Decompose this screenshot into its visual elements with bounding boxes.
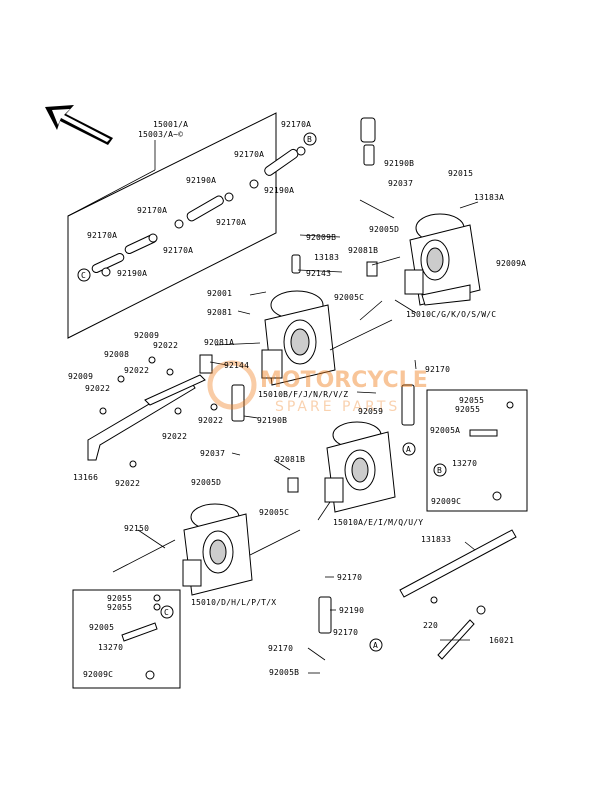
carburetor-lower-right bbox=[324, 421, 396, 513]
label-15010c: 15010C/G/K/O/S/W/C bbox=[406, 310, 496, 319]
callout-c-text: C bbox=[81, 271, 86, 280]
leader-lines bbox=[137, 199, 479, 674]
detail-box-c bbox=[72, 589, 181, 689]
label-92037-1: 92037 bbox=[388, 179, 413, 188]
watermark-line2: SPARE PARTS bbox=[275, 399, 400, 415]
label-15001: 15001/A bbox=[153, 120, 188, 129]
label-92055-3: 92055 bbox=[107, 594, 132, 603]
label-92081: 92081 bbox=[207, 308, 232, 317]
carburetor-upper-right bbox=[404, 213, 481, 306]
label-92190b-1: 92190B bbox=[384, 159, 414, 168]
label-13183: 13183 bbox=[314, 253, 339, 262]
label-15010b: 15010B/F/J/N/R/V/Z bbox=[258, 390, 348, 399]
label-92190a-1: 92190A bbox=[186, 176, 216, 185]
label-92055-1: 92055 bbox=[459, 396, 484, 405]
label-92170-4: 92170 bbox=[268, 644, 293, 653]
detail-box-b bbox=[426, 389, 528, 512]
callout-a-text: A bbox=[406, 445, 411, 454]
label-92190a-2: 92190A bbox=[264, 186, 294, 195]
label-15010a: 15010A/E/I/M/Q/U/Y bbox=[333, 518, 423, 527]
label-92150: 92150 bbox=[124, 524, 149, 533]
carburetor-lower-left bbox=[182, 503, 253, 596]
label-13270-2: 13270 bbox=[98, 643, 123, 652]
label-92001: 92001 bbox=[207, 289, 232, 298]
tube-kit-box bbox=[67, 112, 277, 339]
label-92170a-5: 92170A bbox=[87, 231, 117, 240]
label-13166: 13166 bbox=[73, 473, 98, 482]
callout-b-text-2: B bbox=[437, 466, 442, 475]
label-92005c-2: 92005C bbox=[259, 508, 289, 517]
label-92009b: 92009B bbox=[306, 233, 336, 242]
label-92081b: 92081B bbox=[348, 246, 378, 255]
part-labels: 15001/A 15003/A~© 92170A 92170A 92190A 9… bbox=[68, 120, 526, 679]
label-92009-1: 92009 bbox=[134, 331, 159, 340]
label-16021: 16021 bbox=[489, 636, 514, 645]
label-92022-6: 92022 bbox=[115, 479, 140, 488]
label-92081a: 92081A bbox=[204, 338, 234, 347]
label-92081b-2: 92081B bbox=[275, 455, 305, 464]
label-92009-2: 92009 bbox=[68, 372, 93, 381]
label-92170a-2: 92170A bbox=[234, 150, 264, 159]
label-15003: 15003/A~© bbox=[138, 130, 183, 139]
label-92190b-2: 92190B bbox=[257, 416, 287, 425]
label-92009c-2: 92009C bbox=[83, 670, 113, 679]
label-92170a-4: 92170A bbox=[216, 218, 246, 227]
front-arrow-icon bbox=[45, 105, 113, 145]
hose-parts bbox=[91, 146, 306, 277]
label-220: 220 bbox=[423, 621, 438, 630]
label-92005b: 92005B bbox=[269, 668, 299, 677]
label-92170a-3: 92170A bbox=[137, 206, 167, 215]
label-92170-1: 92170 bbox=[425, 365, 450, 374]
callout-markers: B C A B C A bbox=[77, 132, 447, 652]
callout-c-text-2: C bbox=[164, 608, 169, 617]
label-92005: 92005 bbox=[89, 623, 114, 632]
label-92005d-1: 92005D bbox=[369, 225, 399, 234]
label-92022-4: 92022 bbox=[198, 416, 223, 425]
label-92143: 92143 bbox=[306, 269, 331, 278]
label-92022-5: 92022 bbox=[162, 432, 187, 441]
label-92190: 92190 bbox=[339, 606, 364, 615]
label-92059: 92059 bbox=[358, 407, 383, 416]
label-92005c-1: 92005C bbox=[334, 293, 364, 302]
label-92144: 92144 bbox=[224, 361, 249, 370]
label-131833: 131833 bbox=[421, 535, 451, 544]
label-92005a: 92005A bbox=[430, 426, 460, 435]
label-13183a: 13183A bbox=[474, 193, 504, 202]
label-92170-3: 92170 bbox=[333, 628, 358, 637]
label-92022-2: 92022 bbox=[124, 366, 149, 375]
label-92015: 92015 bbox=[448, 169, 473, 178]
label-92022-1: 92022 bbox=[153, 341, 178, 350]
label-13270-1: 13270 bbox=[452, 459, 477, 468]
label-15010d: 15010/D/H/L/P/T/X bbox=[191, 598, 276, 607]
label-92170-2: 92170 bbox=[337, 573, 362, 582]
label-92005d-2: 92005D bbox=[191, 478, 221, 487]
label-92190a-3: 92190A bbox=[117, 269, 147, 278]
label-92055-4: 92055 bbox=[107, 603, 132, 612]
throttle-shafts bbox=[112, 319, 393, 573]
label-92022-3: 92022 bbox=[85, 384, 110, 393]
springs bbox=[199, 261, 378, 493]
watermark: MOTORCYCLE SPARE PARTS bbox=[207, 360, 428, 415]
label-92009a: 92009A bbox=[496, 259, 526, 268]
label-92055-2: 92055 bbox=[455, 405, 480, 414]
label-92009c-1: 92009C bbox=[431, 497, 461, 506]
label-92037-2: 92037 bbox=[200, 449, 225, 458]
linkage-bracket bbox=[87, 356, 218, 468]
vertical-tubes bbox=[231, 117, 415, 634]
callout-b-text: B bbox=[307, 135, 312, 144]
callout-a-text-2: A bbox=[373, 641, 378, 650]
label-92008: 92008 bbox=[104, 350, 129, 359]
carburetor-middle-left bbox=[261, 290, 336, 386]
label-92170a-1: 92170A bbox=[281, 120, 311, 129]
watermark-line1: MOTORCYCLE bbox=[260, 368, 428, 393]
label-92170a-6: 92170A bbox=[163, 246, 193, 255]
